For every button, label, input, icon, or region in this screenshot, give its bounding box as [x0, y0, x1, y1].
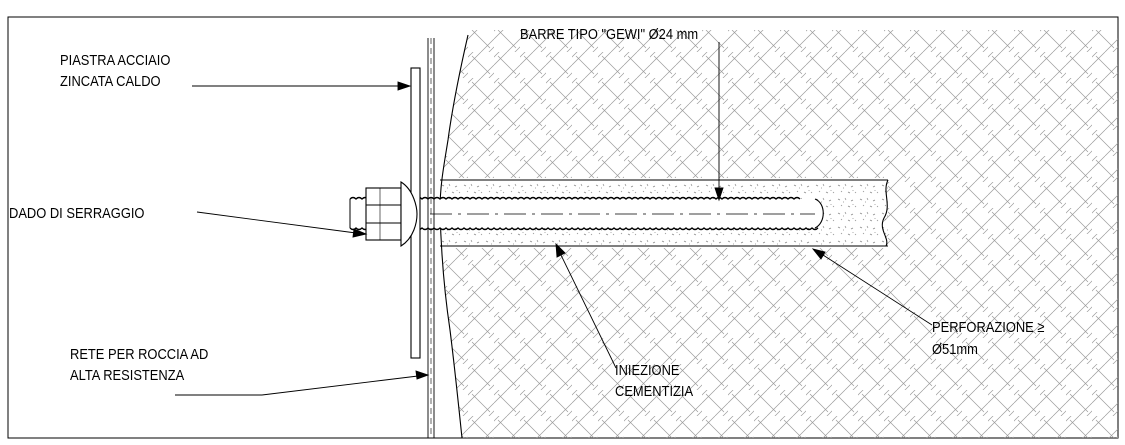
- mesh-label-line-1: RETE PER ROCCIA AD: [70, 346, 209, 363]
- rock-mesh: [427, 38, 435, 438]
- clamping-nut: [365, 181, 418, 247]
- borehole-label-line-2: Ø51mm: [932, 341, 978, 358]
- bar-type-label: BARRE TIPO "GEWI" Ø24 mm: [520, 26, 699, 43]
- mesh-label-line-2: ALTA RESISTENZA: [70, 367, 185, 384]
- grout-label-line-1: INIEZIONE: [615, 362, 680, 379]
- threaded-bar: [349, 196, 824, 231]
- plate-label-line-2: ZINCATA CALDO: [60, 73, 161, 90]
- leader-lines: [175, 42, 933, 396]
- grout-label-line-2: CEMENTIZIA: [615, 383, 694, 400]
- nut-label: DADO DI SERRAGGIO: [9, 205, 145, 222]
- plate-label-line-1: PIASTRA ACCIAIO: [60, 52, 171, 69]
- borehole-label-line-1: PERFORAZIONE ≥: [932, 319, 1045, 336]
